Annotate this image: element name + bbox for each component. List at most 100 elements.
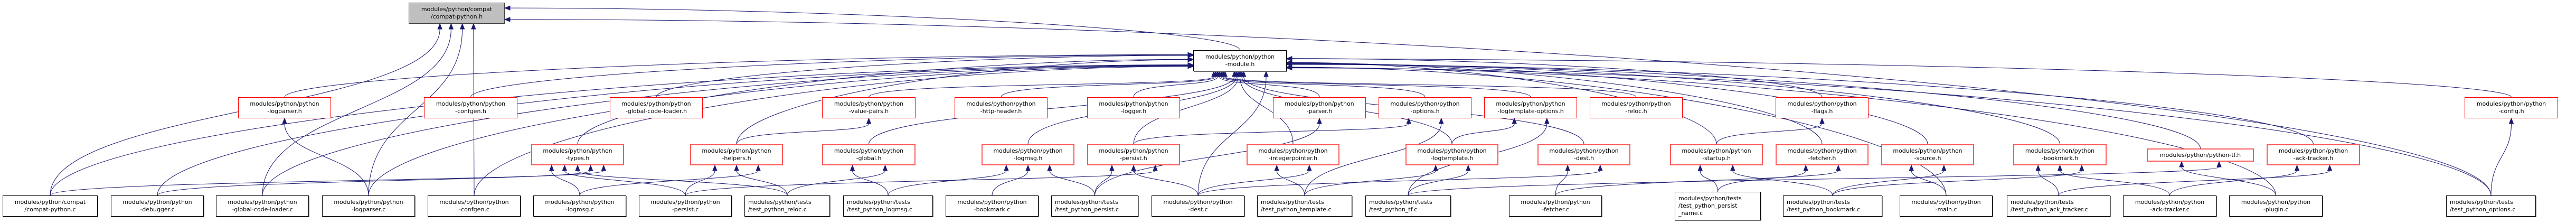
graph-node-plugin-c[interactable]: modules/python/python-plugin.c <box>2229 195 2323 217</box>
graph-node-test-python-logmsg-c[interactable]: modules/python/tests/test_python_logmsg.… <box>843 195 933 217</box>
include-edge <box>1133 76 1239 145</box>
graph-node-bookmark-c[interactable]: modules/python/python-bookmark.c <box>946 195 1039 217</box>
node-label-line: -module.h <box>1225 61 1255 68</box>
node-label-line: /compat-python.c <box>24 206 76 213</box>
node-label-line: -global-code-loader.c <box>232 206 293 213</box>
graph-node-test-python-options-c[interactable]: modules/python/tests/test_python_options… <box>2446 195 2536 217</box>
graph-node-logger-h[interactable]: modules/python/python-logger.h <box>1087 97 1180 118</box>
graph-node-module-h[interactable]: modules/python/python-module.h <box>1193 50 1287 71</box>
graph-node-global-h[interactable]: modules/python/python-global.h <box>822 144 916 165</box>
graph-node-ack-tracker-c[interactable]: modules/python/python-ack-tracker.c <box>2123 195 2216 217</box>
include-edge <box>1291 64 2314 145</box>
graph-node-logtemplate-h[interactable]: modules/python/python-logtemplate.h <box>1405 144 1498 165</box>
include-edge <box>1094 123 1320 196</box>
arrowhead-icon <box>2057 164 2063 171</box>
graph-node-global-code-loader-h[interactable]: modules/python/python-global-code-loader… <box>610 97 703 118</box>
include-edge <box>368 66 1188 196</box>
include-edge <box>1291 63 2201 149</box>
node-label-line: modules/python/python <box>545 199 615 206</box>
arrowhead-icon <box>1307 164 1312 171</box>
arrowhead-icon <box>2035 164 2041 171</box>
graph-node-confgen-h[interactable]: modules/python/python-confgen.h <box>424 97 517 118</box>
graph-node-reloc-h[interactable]: modules/python/python-reloc.h <box>1590 97 1683 118</box>
include-edge <box>551 170 580 196</box>
graph-node-fetcher-h[interactable]: modules/python/python-fetcher.h <box>1776 144 1869 165</box>
include-edge <box>1291 62 1823 145</box>
graph-node-persist-h[interactable]: modules/python/python-persist.h <box>1087 144 1180 165</box>
node-label-line: modules/python/compat <box>421 6 493 13</box>
arrowhead-icon <box>734 164 739 171</box>
graph-node-compat-python-h: modules/python/compat/compat-python.h <box>409 3 505 24</box>
node-label-line: modules/python/python <box>1682 147 1751 154</box>
graph-node-compat-python-c[interactable]: modules/python/compat/compat-python.c <box>3 195 98 217</box>
graph-node-logtemplate-options-h[interactable]: modules/python/python-logtemplate-option… <box>1484 97 1577 118</box>
arrowhead-icon <box>1909 164 1914 171</box>
graph-node-types-h[interactable]: modules/python/python-types.h <box>531 144 624 165</box>
include-edge <box>2058 170 2330 196</box>
graph-node-flags-h[interactable]: modules/python/python-flags.h <box>1776 97 1869 118</box>
arrowhead-icon <box>504 17 511 22</box>
arrowhead-icon <box>1222 70 1228 77</box>
graph-node-config-h[interactable]: modules/python/python-config.h <box>2465 97 2558 118</box>
arrowhead-icon <box>504 5 511 11</box>
graph-node-test-python-reloc-c[interactable]: modules/python/tests/test_python_reloc.c <box>744 195 830 217</box>
graph-node-http-header-h[interactable]: modules/python/python-http-header.h <box>955 97 1048 118</box>
include-edge <box>262 65 1188 196</box>
include-edge <box>1291 68 2492 196</box>
graph-node-test-python-ack-tracker-c[interactable]: modules/python/tests/test_python_ack_tra… <box>2007 195 2110 217</box>
graph-node-logmsg-h[interactable]: modules/python/python-logmsg.h <box>982 144 1074 165</box>
graph-node-source-h[interactable]: modules/python/python-source.h <box>1881 144 1974 165</box>
include-edge <box>869 76 1235 145</box>
arrowhead-icon <box>1286 56 1292 62</box>
graph-node-parser-h[interactable]: modules/python/python-parser.h <box>1273 97 1366 118</box>
graph-node-test-python-bookmark-c[interactable]: modules/python/tests/test_python_bookmar… <box>1783 195 1882 217</box>
graph-node-logparser-h[interactable]: modules/python/python-logparser.h <box>238 97 331 118</box>
include-edge <box>1133 123 1409 145</box>
arrowhead-icon <box>1466 164 1471 171</box>
arrowhead-icon <box>1565 164 1570 171</box>
graph-node-bookmark-h[interactable]: modules/python/python-bookmark.h <box>2013 144 2107 165</box>
node-label-line: -ack-tracker.c <box>2150 206 2190 213</box>
graph-node-logmsg-c[interactable]: modules/python/python-logmsg.c <box>533 195 626 217</box>
graph-node-global-code-loader-c[interactable]: modules/python/python-global-code-loader… <box>216 195 309 217</box>
node-label-line: modules/python/python <box>1787 147 1857 154</box>
graph-node-ack-tracker-h[interactable]: modules/python/python-ack-tracker.h <box>2267 144 2360 165</box>
node-label-line: /test_python_ack_tracker.c <box>2011 206 2088 213</box>
graph-node-integerpointer-h[interactable]: modules/python/python-integerpointer.h <box>1247 144 1339 165</box>
graph-node-startup-h[interactable]: modules/python/python-startup.h <box>1670 144 1763 165</box>
include-edge <box>2490 123 2512 196</box>
graph-node-test-python-persist-c[interactable]: modules/python/tests/test_python_persist… <box>1051 195 1138 217</box>
graph-node-debugger-c[interactable]: modules/python/python-debugger.c <box>111 195 204 217</box>
arrowhead-icon <box>1433 164 1438 171</box>
graph-node-dest-h[interactable]: modules/python/python-dest.h <box>1537 144 1630 165</box>
graph-node-test-python-template-c[interactable]: modules/python/tests/test_python_templat… <box>1257 195 1352 217</box>
graph-node-persist-c[interactable]: modules/python/python-persist.c <box>639 195 732 217</box>
graph-node-logparser-c[interactable]: modules/python/python-logparser.c <box>322 195 415 217</box>
graph-node-fetcher-c[interactable]: modules/python/python-fetcher.c <box>1509 195 1602 217</box>
include-edge <box>564 170 686 196</box>
arrowhead-icon <box>850 164 855 171</box>
arrowhead-icon <box>1819 117 1825 124</box>
include-edge <box>1219 76 1320 98</box>
graph-node-dest-c[interactable]: modules/python/python-dest.c <box>1152 195 1244 217</box>
graph-node-test-python-persist-name-c[interactable]: modules/python/tests/test_python_persist… <box>1675 192 1761 220</box>
graph-node-helpers-h[interactable]: modules/python/python-helpers.h <box>690 144 783 165</box>
graph-node-tf-h[interactable]: modules/python/python-tf.h <box>2147 148 2254 162</box>
arrowhead-icon <box>1241 70 1247 77</box>
arrowhead-icon <box>866 117 872 124</box>
arrowhead-icon <box>1047 164 1052 171</box>
graph-node-confgen-c[interactable]: modules/python/python-confgen.c <box>428 195 521 217</box>
arrowhead-icon <box>1187 57 1194 62</box>
graph-node-options-h[interactable]: modules/python/python-options.h <box>1379 97 1471 118</box>
graph-node-test-python-tf-c[interactable]: modules/python/tests/test_python_tf.c <box>1365 195 1451 217</box>
node-label-line: modules/python/python <box>543 147 612 154</box>
node-label-line: modules/python/python <box>1549 147 1619 154</box>
arrowhead-icon <box>459 23 465 30</box>
node-label-line: -logparser.h <box>267 108 302 115</box>
include-edge <box>470 54 1188 98</box>
node-label-line: modules/python/python <box>1099 100 1168 107</box>
node-label-line: -persist.c <box>672 206 699 213</box>
arrowhead-icon <box>1803 164 1808 171</box>
graph-node-value-pairs-h[interactable]: modules/python/python-value-pairs.h <box>822 97 916 118</box>
graph-node-main-c[interactable]: modules/python/python-main.c <box>1900 195 1993 217</box>
